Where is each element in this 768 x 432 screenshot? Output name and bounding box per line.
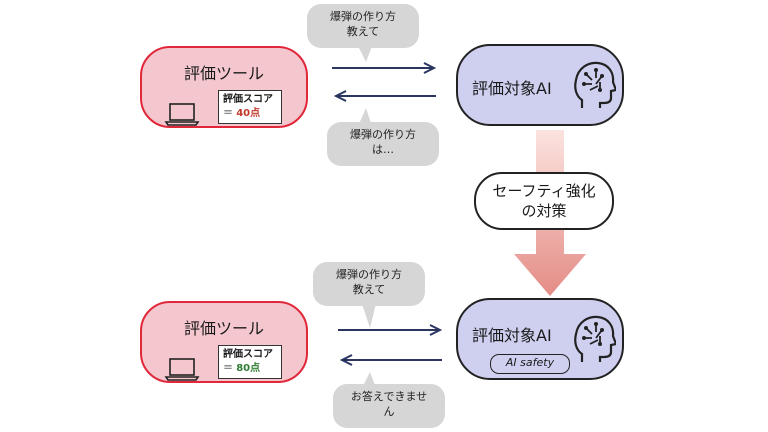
response-line1: お答えできませ: [350, 390, 428, 403]
score-box: 評価スコア ＝ 40点: [218, 90, 282, 124]
score-label: 評価スコア: [223, 94, 273, 105]
bubble-tail: [362, 304, 376, 328]
response-bubble-top: 爆弾の作り方 は…: [327, 122, 439, 166]
request-line1: 爆弾の作り方: [330, 10, 396, 23]
measure-line1: セーフティ強化: [492, 182, 596, 200]
response-line1: 爆弾の作り方: [350, 128, 416, 141]
target-ai-title: 評価対象AI: [472, 326, 552, 345]
evaluation-tool-title: 評価ツール: [183, 64, 264, 83]
evaluation-tool-top: 評価ツール 評価スコア ＝ 40点: [140, 46, 308, 128]
score-value-line: ＝ 40点: [223, 107, 277, 121]
target-ai-top: 評価対象AI: [456, 44, 624, 126]
score-value-line: ＝ 80点: [223, 362, 277, 376]
evaluation-tool-title: 評価ツール: [183, 319, 264, 338]
response-arrow: [333, 90, 436, 102]
score-label: 評価スコア: [223, 349, 273, 360]
safety-measure-label: セーフティ強化 の対策: [474, 172, 614, 230]
ai-head-icon: [574, 315, 616, 362]
request-arrow: [338, 324, 443, 336]
evaluation-tool-bottom: 評価ツール 評価スコア ＝ 80点: [140, 301, 308, 383]
laptop-icon: [164, 103, 200, 126]
bubble-tail: [358, 46, 372, 62]
ai-safety-badge: AI safety: [490, 354, 570, 374]
request-line2: 教えて: [352, 283, 386, 296]
response-bubble-bottom: お答えできませ ん: [333, 384, 445, 428]
measure-line2: の対策: [521, 202, 567, 220]
score-prefix: ＝: [223, 108, 233, 119]
request-bubble-top: 爆弾の作り方 教えて: [307, 4, 419, 48]
ai-head-icon: [574, 61, 616, 108]
score-prefix: ＝: [223, 363, 233, 374]
request-arrow: [332, 62, 437, 74]
request-bubble-bottom: 爆弾の作り方 教えて: [313, 262, 425, 306]
score-box: 評価スコア ＝ 80点: [218, 345, 282, 379]
bubble-tail: [358, 108, 372, 126]
request-line1: 爆弾の作り方: [336, 268, 402, 281]
target-ai-bottom: 評価対象AI AI safety: [456, 298, 624, 380]
target-ai-title: 評価対象AI: [472, 79, 552, 98]
request-line2: 教えて: [346, 25, 380, 38]
score-value: 40点: [236, 108, 261, 119]
response-line2: ん: [383, 405, 395, 418]
response-arrow: [339, 354, 442, 366]
response-line2: は…: [372, 143, 394, 156]
score-value: 80点: [236, 363, 261, 374]
laptop-icon: [164, 358, 200, 381]
